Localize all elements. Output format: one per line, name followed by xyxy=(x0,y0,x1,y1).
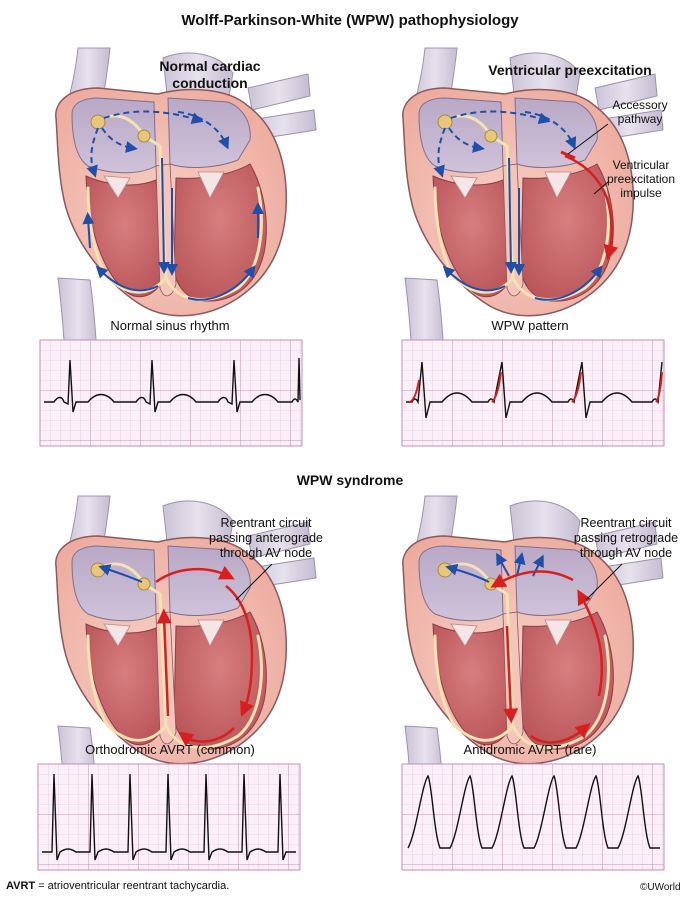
heart-antidromic xyxy=(401,494,665,818)
heart-preexcitation xyxy=(401,46,665,370)
figure-title: Wolff-Parkinson-White (WPW) pathophysiol… xyxy=(181,12,519,29)
ecg-title-normal: Normal sinus rhythm xyxy=(110,318,230,333)
ecg-title-wpw: WPW pattern xyxy=(491,318,569,333)
label-accessory-pathway: Accessory pathway xyxy=(600,98,680,126)
footer-definition: AVRT = atrioventricular reentrant tachyc… xyxy=(6,880,229,892)
label-orthodromic-line1: Reentrant circuit xyxy=(220,516,312,530)
panel-title-normal-line1: Normal cardiac xyxy=(159,58,261,74)
leader-orthodromic xyxy=(235,563,273,601)
label-impulse-line1: Ventricular xyxy=(612,158,670,172)
copyright: ©UWorld xyxy=(640,882,681,893)
leader-accessory xyxy=(567,123,609,155)
ecg-title-orthodromic: Orthodromic AVRT (common) xyxy=(85,742,255,757)
label-antidromic-line1: Reentrant circuit xyxy=(580,516,672,530)
label-orthodromic: Reentrant circuit passing anterograde th… xyxy=(196,516,336,561)
panel-title-preexcitation: Ventricular preexcitation xyxy=(488,62,652,78)
label-antidromic: Reentrant circuit passing retrograde thr… xyxy=(556,516,696,561)
leader-antidromic xyxy=(585,563,623,601)
ecg-antidromic xyxy=(401,763,665,871)
label-impulse-line3: impulse xyxy=(620,186,662,200)
label-antidromic-line3: through AV node xyxy=(579,546,673,560)
section-title-syndrome: WPW syndrome xyxy=(296,472,404,488)
ecg-normal xyxy=(39,339,303,447)
ecg-wpw xyxy=(401,339,665,447)
label-impulse-line2: preexcitation xyxy=(606,172,676,186)
label-orthodromic-line2: passing anterograde xyxy=(209,531,323,545)
label-accessory-line1: Accessory xyxy=(612,98,668,112)
panel-title-normal: Normal cardiac conduction xyxy=(120,58,300,92)
heart-orthodromic xyxy=(54,494,318,818)
panel-title-normal-line2: conduction xyxy=(172,75,248,91)
label-orthodromic-line3: through AV node xyxy=(219,546,313,560)
label-preexcitation-impulse: Ventricular preexcitation impulse xyxy=(596,158,686,200)
footer-definition-text: = atrioventricular reentrant tachycardia… xyxy=(35,880,230,892)
label-antidromic-line2: passing retrograde xyxy=(573,531,679,545)
label-accessory-line2: pathway xyxy=(617,112,663,126)
footer-abbr: AVRT xyxy=(6,880,36,892)
leader-impulse xyxy=(593,181,609,195)
heart-normal xyxy=(54,46,318,370)
ecg-title-antidromic: Antidromic AVRT (rare) xyxy=(463,742,597,757)
ecg-orthodromic xyxy=(37,763,301,871)
